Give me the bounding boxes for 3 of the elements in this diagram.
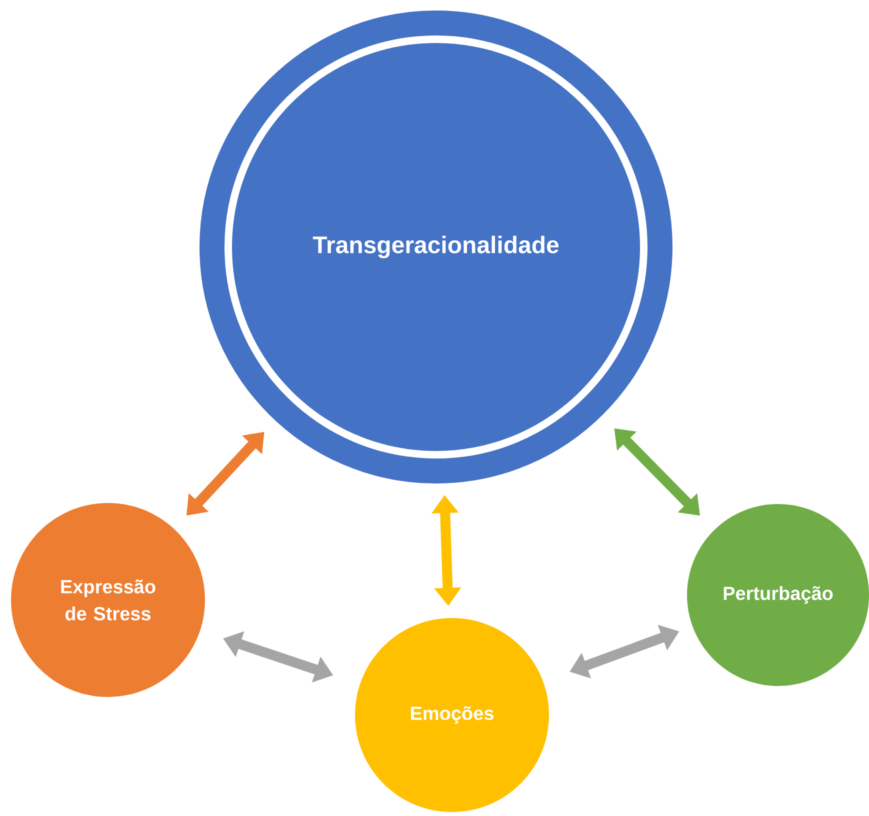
circle-node: Perturbação [687,504,869,686]
circle-node: Expressão de Stress [11,503,205,697]
circle-node: Emoções [355,618,549,812]
